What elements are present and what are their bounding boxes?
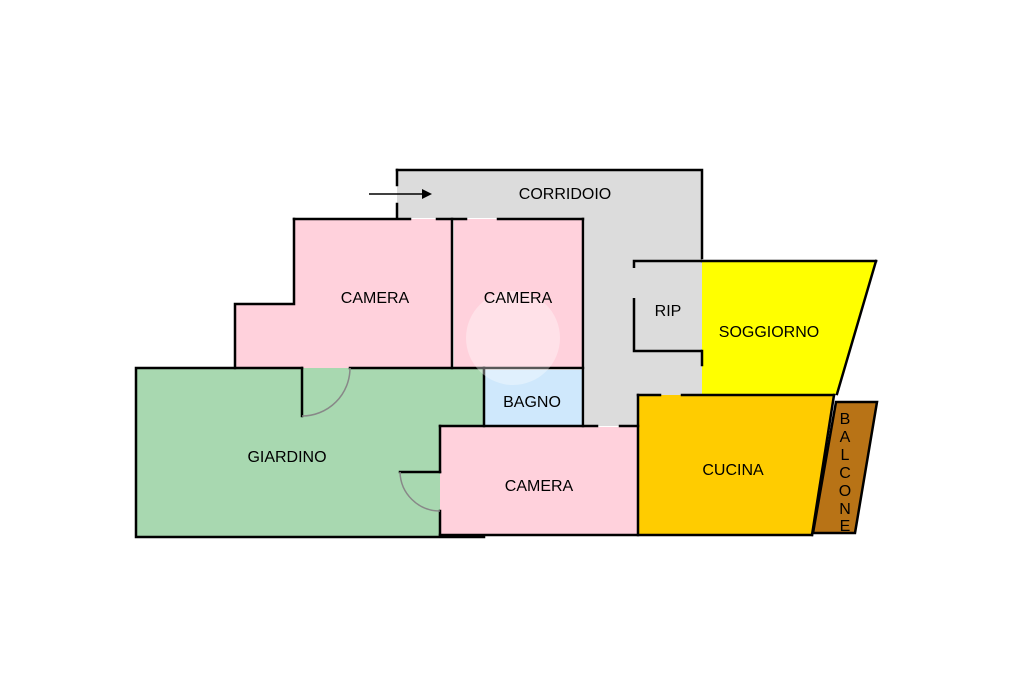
room-camera-top-left bbox=[235, 219, 452, 368]
arrow-right-icon bbox=[369, 189, 432, 199]
watermark-logo bbox=[466, 291, 560, 385]
room-camera-top-right bbox=[454, 219, 583, 368]
label-balcone-letter: E bbox=[840, 518, 851, 535]
room-bagno bbox=[484, 370, 583, 426]
label-giardino: GIARDINO bbox=[247, 449, 326, 466]
label-camera-top-right: CAMERA bbox=[484, 290, 553, 307]
label-balcone-letter: A bbox=[840, 429, 851, 446]
door-swing-giardino bbox=[301, 367, 351, 417]
door-swing-camera-bottom bbox=[399, 471, 441, 512]
label-balcone: B A L C O N E bbox=[839, 411, 851, 535]
room-balcone bbox=[811, 400, 879, 535]
label-balcone-letter: B bbox=[840, 411, 851, 428]
walls bbox=[134, 168, 878, 539]
label-cucina: CUCINA bbox=[702, 462, 764, 479]
room-corridoio bbox=[397, 170, 702, 426]
label-camera-top-left: CAMERA bbox=[341, 290, 410, 307]
label-balcone-letter: L bbox=[841, 447, 850, 464]
label-balcone-letter: C bbox=[839, 465, 851, 482]
label-soggiorno: SOGGIORNO bbox=[719, 324, 819, 341]
label-balcone-letter: O bbox=[839, 483, 851, 500]
room-cucina bbox=[638, 395, 834, 535]
room-rip bbox=[632, 259, 702, 353]
room-soggiorno bbox=[702, 261, 876, 394]
door-swings bbox=[301, 367, 441, 512]
room-giardino bbox=[136, 368, 484, 537]
label-bagno: BAGNO bbox=[503, 394, 561, 411]
label-rip: RIP bbox=[655, 303, 682, 320]
room-camera-bottom bbox=[440, 427, 637, 535]
label-camera-bottom: CAMERA bbox=[505, 478, 574, 495]
label-corridoio: CORRIDOIO bbox=[519, 186, 611, 203]
label-balcone-letter: N bbox=[839, 501, 851, 518]
